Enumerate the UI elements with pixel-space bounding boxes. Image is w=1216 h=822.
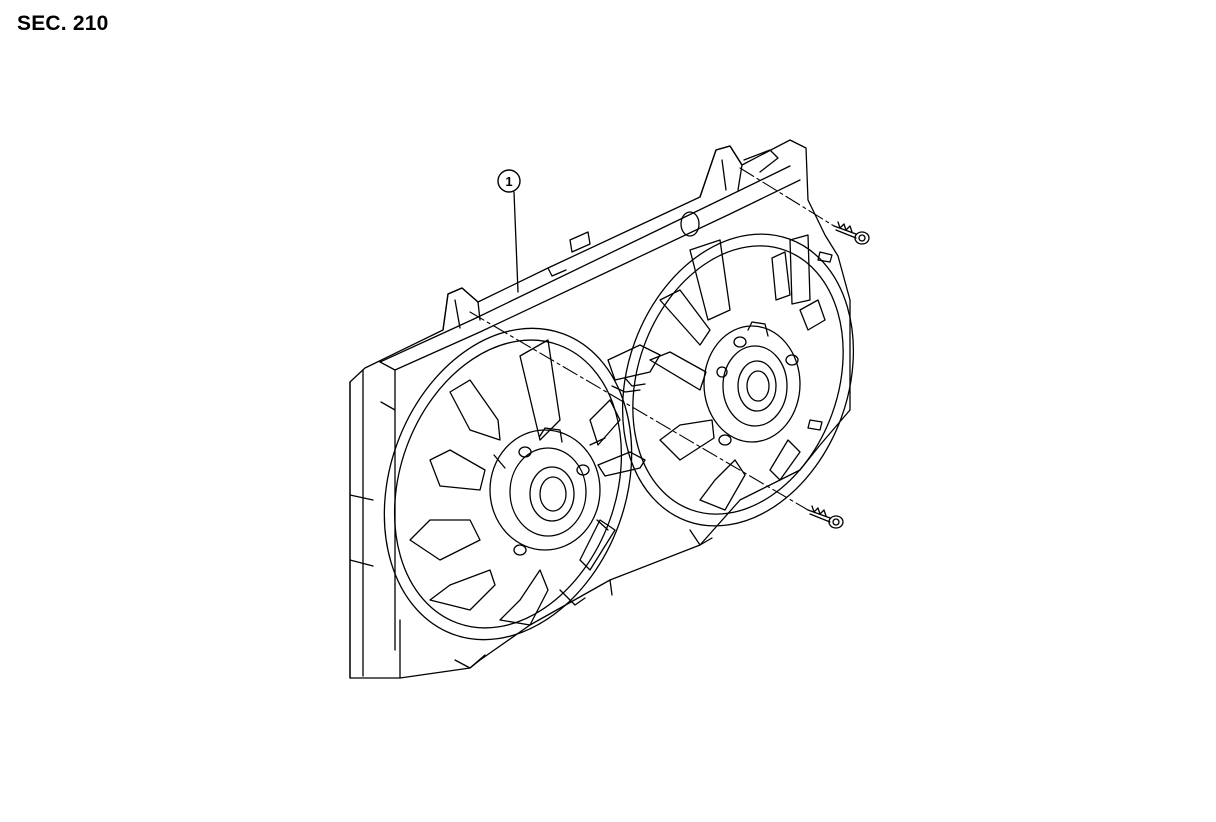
- section-label: SEC. 210: [17, 12, 109, 35]
- callout-1-circle: [497, 169, 521, 193]
- shroud-frame: [349, 139, 851, 679]
- left-fan-ring-inner: [393, 339, 623, 629]
- right-fan-hub: [737, 360, 777, 412]
- left-fan-ring-outer: [383, 327, 633, 641]
- right-fan-assembly: [621, 233, 855, 527]
- bolt-upper: [833, 221, 870, 245]
- callout-1: 1: [497, 169, 521, 293]
- left-fan-hub: [529, 466, 575, 522]
- alignment-lines: [469, 167, 835, 511]
- bolt-lower: [807, 505, 844, 529]
- callout-1-leader: [513, 191, 519, 293]
- right-fan-ring-inner: [632, 245, 844, 515]
- right-fan-ring-outer: [621, 233, 855, 527]
- left-fan-assembly: [383, 327, 633, 641]
- right-fan-motor-outer: [703, 325, 801, 443]
- callout-1-number: 1: [505, 174, 512, 189]
- left-fan-motor-outer: [489, 429, 601, 551]
